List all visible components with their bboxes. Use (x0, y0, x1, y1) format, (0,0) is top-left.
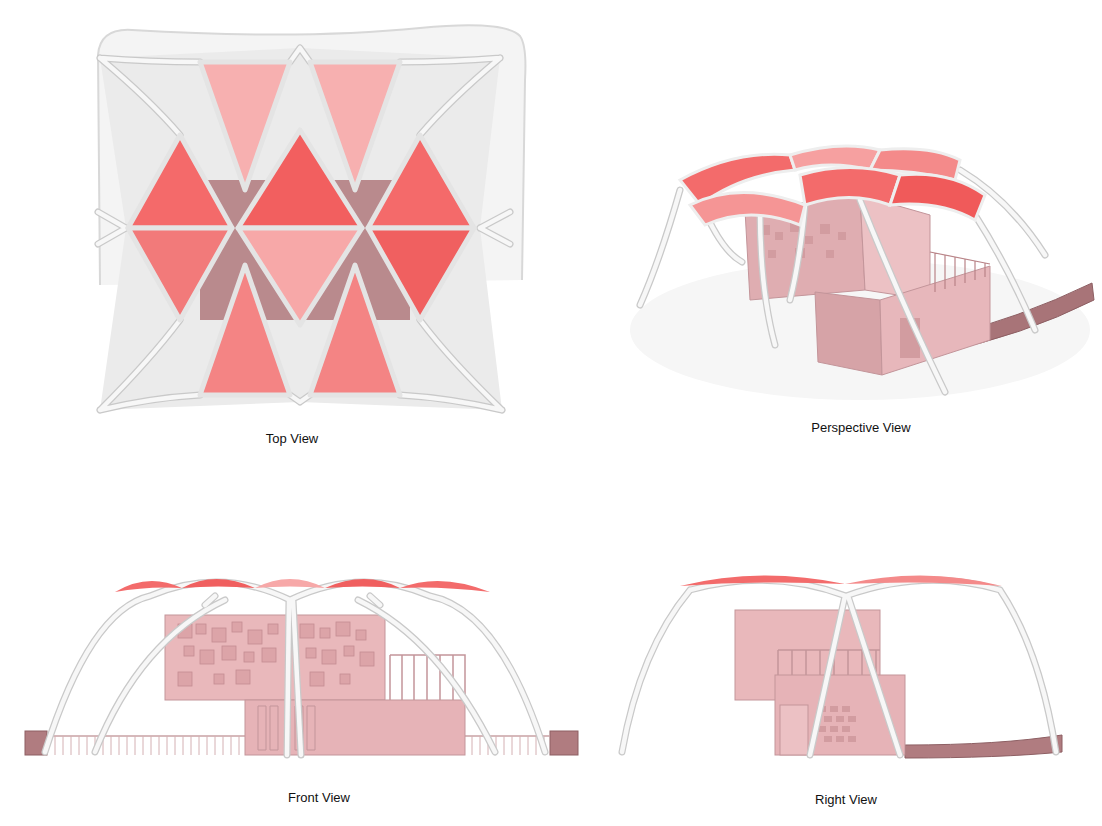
front-view-drawing-part (45, 582, 545, 755)
front-view-drawing-part (115, 581, 182, 592)
front-view-drawing-part (400, 581, 490, 592)
perspective-view-drawing-part (815, 292, 882, 375)
top-view-drawing-part (368, 228, 474, 320)
right-view-drawing-part (780, 705, 808, 755)
perspective-view-drawing-part (640, 170, 1045, 392)
front-view-drawing-part (320, 628, 330, 638)
front-view-drawing-part (212, 628, 226, 642)
front-view-drawing-part (245, 700, 465, 755)
right-view-drawing-part (848, 716, 856, 722)
front-view-drawing-part (182, 579, 255, 588)
view-caption: Front View (288, 790, 350, 805)
perspective-view-drawing-part (775, 232, 783, 240)
front-view-drawing-part (300, 624, 314, 638)
front-view-drawing-part (248, 630, 262, 644)
right-view-drawing-part (842, 726, 850, 732)
front-view-drawing-part (262, 648, 276, 662)
perspective-view-drawing-part (820, 224, 830, 234)
view-caption: Top View (266, 431, 319, 446)
front-view-drawing-part (222, 646, 236, 660)
front-view-drawing-part (356, 630, 366, 640)
perspective-view-drawing-part (790, 146, 880, 170)
right-view-drawing-part (830, 706, 838, 712)
right-view-drawing-part (680, 575, 845, 586)
front-view-drawing-part (196, 624, 206, 634)
right-view-drawing-part (824, 736, 832, 742)
right-view-drawing-part (845, 575, 1002, 586)
front-view-drawing-part (45, 582, 545, 755)
front-view-drawing-part (244, 652, 254, 662)
right-view-drawing-part (836, 736, 844, 742)
right-view-drawing-part (622, 580, 1056, 755)
right-view-drawing-part (842, 706, 850, 712)
front-view-drawing-part (340, 674, 350, 684)
perspective-view-drawing-part (800, 168, 900, 206)
front-view-drawing-part (184, 646, 194, 656)
front-view-drawing-part (165, 615, 385, 700)
top-view-drawing-part (98, 48, 510, 410)
right-view-drawing-part (818, 706, 856, 742)
perspective-view-drawing-part (768, 250, 776, 258)
right-view-drawing-part (905, 735, 1062, 758)
front-view-drawing-part (178, 672, 192, 686)
front-view-drawing-part (214, 674, 224, 684)
front-view-drawing-part (306, 648, 316, 658)
right-view-drawing-part (848, 736, 856, 742)
front-view-drawing (25, 579, 578, 755)
top-view-drawing (98, 25, 525, 410)
front-view-drawing-part (232, 622, 242, 632)
front-view-drawing-part (236, 670, 250, 684)
top-view-drawing-part (100, 48, 502, 410)
perspective-view-drawing-part (930, 252, 990, 292)
top-view-drawing-part (98, 48, 510, 410)
top-view-drawing-part (128, 228, 232, 320)
perspective-view-drawing-part (838, 232, 846, 240)
top-view-drawing-part (368, 135, 474, 228)
view-caption: Perspective View (811, 420, 910, 435)
front-view-drawing-part (344, 646, 354, 656)
perspective-view-drawing-part (826, 250, 834, 258)
perspective-view-drawing-part (805, 236, 813, 244)
front-view-drawing-part (200, 650, 214, 664)
front-view-drawing-part (178, 622, 374, 686)
top-view-drawing-part (200, 265, 290, 395)
front-view-drawing-part (268, 624, 278, 634)
right-view-drawing-part (830, 726, 838, 732)
top-view-drawing-part (128, 135, 232, 228)
top-view-drawing-part (310, 265, 400, 395)
perspective-view-drawing (630, 146, 1094, 400)
front-view-drawing-part (255, 579, 325, 588)
front-view-drawing-part (550, 731, 578, 755)
view-caption: Right View (815, 792, 877, 807)
right-view-drawing-part (836, 716, 844, 722)
right-view-drawing-part (824, 716, 832, 722)
front-view-drawing-part (360, 652, 374, 666)
front-view-drawing-part (325, 579, 400, 588)
front-view-drawing-part (336, 622, 350, 636)
perspective-view-drawing-part (640, 170, 1045, 392)
perspective-view-drawing-part (690, 193, 805, 226)
top-view-drawing-part (238, 130, 362, 228)
right-view-drawing-part (622, 580, 1056, 755)
perspective-view-drawing-part (890, 174, 985, 220)
right-view-drawing (622, 575, 1062, 758)
front-view-drawing-part (322, 650, 336, 664)
front-view-drawing-part (310, 672, 324, 686)
